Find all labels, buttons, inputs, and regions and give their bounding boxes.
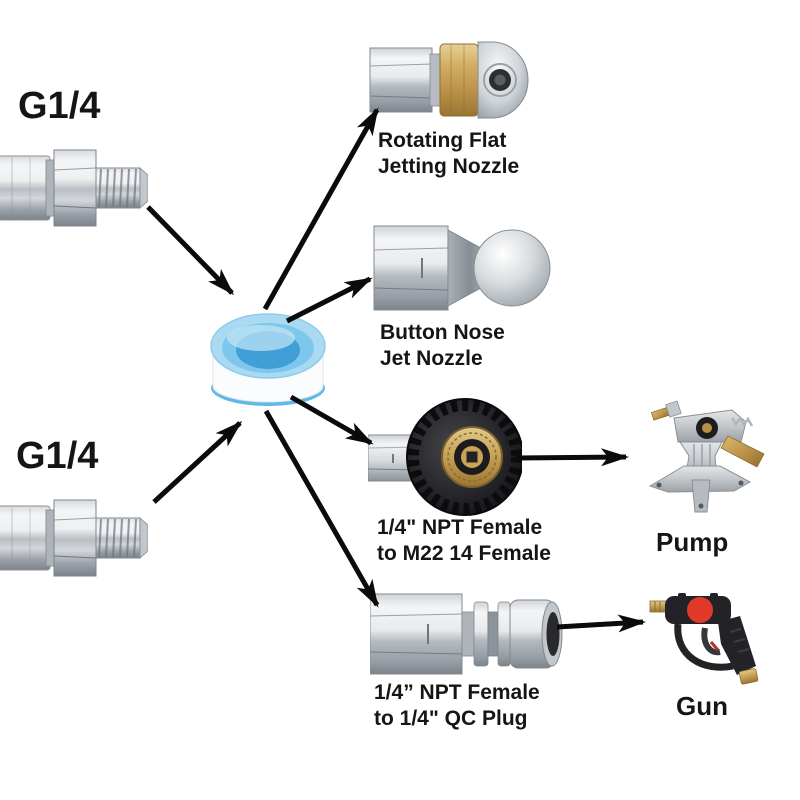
arrow-tape-to-qc-plug <box>263 409 380 608</box>
label-m22-adapter-line1: 1/4" NPT Female <box>377 516 543 539</box>
label-button-nozzle-line1: Button Nose <box>380 321 505 344</box>
thread-seal-tape-image <box>205 298 333 410</box>
gun-red-button <box>687 597 713 623</box>
pump-image <box>644 388 774 523</box>
label-g14-top: G1/4 <box>18 85 101 127</box>
gun-handle-nut <box>738 668 759 685</box>
tape-roll <box>210 313 326 406</box>
arrow-top-fitting-to-tape <box>146 205 235 296</box>
button-nose-jet-nozzle-image <box>372 216 552 320</box>
nozzle-hex-body <box>369 47 441 113</box>
label-g14-bottom: G1/4 <box>16 435 99 477</box>
fitting-hose-body <box>0 505 55 571</box>
plug-bore <box>546 612 560 656</box>
gun-body <box>665 593 756 675</box>
gun-image <box>648 586 772 690</box>
fitting-threaded-stud <box>95 167 149 209</box>
m22-adapter-image <box>367 396 524 518</box>
pump-brass-outlet <box>720 435 765 468</box>
arrow-qc-to-gun <box>556 614 646 633</box>
arrow-m22-to-pump <box>515 448 629 467</box>
pump-spring <box>730 415 754 428</box>
label-rotating-nozzle-line1: Rotating Flat <box>378 129 507 152</box>
label-button-nozzle: Button Nose Jet Nozzle <box>380 320 505 372</box>
nozzle-hex-body <box>373 225 449 311</box>
pump-inlet-barb <box>650 400 682 421</box>
fitting-hex-nut <box>53 149 97 227</box>
label-qc-plug-line2: to 1/4" QC Plug <box>374 707 528 730</box>
nozzle-dome-cap <box>477 41 529 119</box>
gun-trigger-guard <box>674 623 734 671</box>
label-button-nozzle-line2: Jet Nozzle <box>380 347 483 370</box>
gun-trigger-accent <box>709 641 720 651</box>
nozzle-brass-band <box>439 43 479 117</box>
gun-inlet-fitting <box>649 600 668 613</box>
pump-head <box>673 409 754 443</box>
nozzle-button-nose <box>473 229 551 307</box>
fitting-threaded-stud <box>95 517 149 559</box>
label-gun: Gun <box>676 691 728 721</box>
label-qc-plug-line1: 1/4” NPT Female <box>374 681 540 704</box>
g14-fitting-top-image <box>0 142 149 234</box>
tape-highlight <box>227 325 295 351</box>
label-qc-plug: 1/4” NPT Female to 1/4" QC Plug <box>374 680 540 732</box>
gun-handle <box>718 616 756 675</box>
label-m22-adapter: 1/4" NPT Female to M22 14 Female <box>377 515 551 567</box>
pump-mounting-base <box>648 465 752 513</box>
fitting-hex-nut <box>53 499 97 577</box>
adapter-brass-face <box>441 426 503 488</box>
label-rotating-nozzle: Rotating Flat Jetting Nozzle <box>378 128 519 180</box>
arrow-tape-to-rotating-nozzle <box>262 107 380 311</box>
label-rotating-nozzle-line2: Jetting Nozzle <box>378 155 520 178</box>
rotating-flat-jetting-nozzle-image <box>368 40 530 120</box>
plug-hex-body <box>369 593 463 675</box>
fitting-hose-body <box>0 155 55 221</box>
plug-quick-connect <box>461 599 563 669</box>
arrow-bottom-fitting-to-tape <box>152 420 243 504</box>
label-pump: Pump <box>656 527 729 557</box>
g14-fitting-bottom-image <box>0 492 149 584</box>
gun-trigger <box>701 627 721 656</box>
qc-plug-image <box>369 586 566 682</box>
label-m22-adapter-line2: to M22 14 Female <box>377 542 551 565</box>
